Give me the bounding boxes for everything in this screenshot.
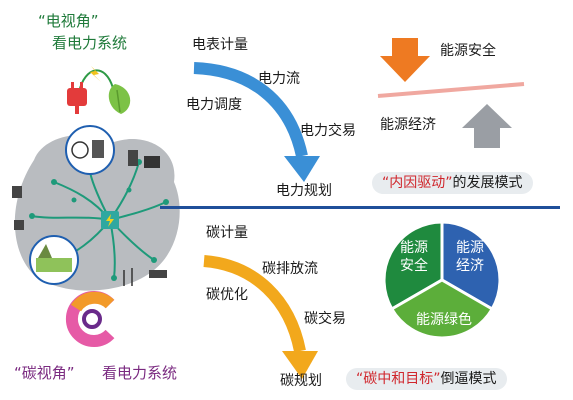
carbon-view-title-part2: 看电力系统 (102, 364, 178, 382)
divider-line (160, 206, 560, 209)
power-dispatch-label: 电力调度 (186, 97, 242, 113)
power-flow-arrow (193, 62, 320, 182)
carbon-emission-flow-label: 碳排放流 (262, 261, 318, 277)
balance-line (377, 82, 525, 98)
balance-security-label: 能源安全 (440, 43, 496, 59)
trilemma-security: 能源安全 (400, 240, 428, 274)
carbon-planning-label: 碳规划 (280, 373, 322, 389)
trilemma-economy: 能源经济 (456, 240, 484, 274)
inner-drive-suffix: 的发展模式 (452, 175, 523, 191)
down-arrow-icon (380, 38, 430, 82)
carbon-optimization-label: 碳优化 (206, 287, 248, 303)
power-view-title-line2: 看电力系统 (52, 34, 128, 52)
grid-network-illustration (12, 125, 180, 291)
carbon-c-icon (65, 291, 115, 347)
carbon-meter-label: 碳计量 (206, 225, 248, 241)
carbon-neutral-mode-pill: “碳中和目标”倒逼模式 (346, 368, 507, 390)
carbon-neutral-suffix: 倒逼模式 (440, 371, 497, 387)
energy-trilemma-donut (382, 220, 502, 340)
trilemma-green: 能源绿色 (416, 312, 472, 328)
up-arrow-icon (462, 104, 512, 148)
plug-leaf-icon (67, 66, 131, 114)
carbon-view-title-part1: “碳视角” (14, 364, 75, 382)
power-trading-label: 电力交易 (300, 123, 356, 139)
power-meter-label: 电表计量 (192, 37, 248, 53)
power-view-title-line1: “电视角” (38, 12, 99, 30)
carbon-neutral-quote: “碳中和目标” (356, 371, 441, 387)
inner-drive-mode-pill: “内因驱动”的发展模式 (372, 172, 533, 194)
power-flow-label: 电力流 (258, 71, 300, 87)
carbon-trading-label: 碳交易 (304, 311, 346, 327)
carbon-flow-arrow (203, 255, 318, 379)
power-planning-label: 电力规划 (276, 183, 332, 199)
balance-economy-label: 能源经济 (380, 117, 436, 133)
inner-drive-quote: “内因驱动” (382, 175, 453, 191)
